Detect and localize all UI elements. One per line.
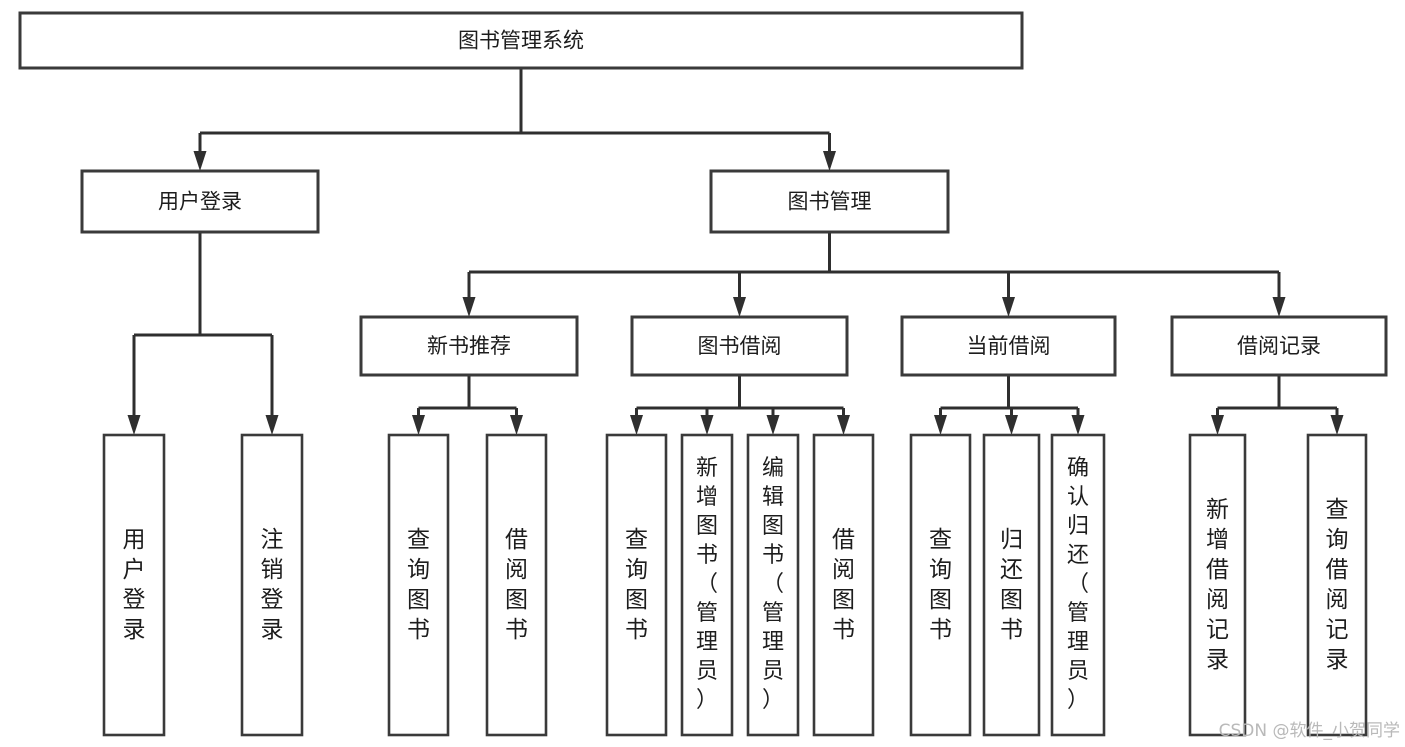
arrow-head-icon [823,151,836,171]
arrow-head-icon [1071,415,1085,435]
node-box [240,433,304,737]
node-box [982,433,1041,737]
leaf-leaf-borrow-book-1[interactable]: 借阅图书 [485,433,548,737]
connectors-layer [127,68,1344,435]
arrow-head-icon [412,415,425,435]
arrow-head-icon [462,297,476,317]
node-box [359,315,579,377]
leaf-leaf-return-book[interactable]: 归还图书 [982,433,1041,737]
node-box [1170,315,1388,377]
node-label-book-manage: 图书管理 [788,190,872,214]
leaf-leaf-confirm-return[interactable]: 确认归还（管理员） [1050,433,1106,737]
node-current-borrow[interactable]: 当前借阅 [900,315,1117,377]
node-box [630,315,849,377]
node-label-leaf-user-logout: 注销登录 [261,527,284,643]
arrow-head-icon [1002,297,1015,317]
node-label-leaf-query-book-2: 查询图书 [625,527,648,643]
arrow-head-icon [934,415,947,435]
node-box [746,433,800,737]
leaf-leaf-borrow-book-2[interactable]: 借阅图书 [812,433,875,737]
node-book-borrow[interactable]: 图书借阅 [630,315,849,377]
node-label-leaf-confirm-return: 确认归还（管理员） [1067,456,1089,713]
arrow-head-icon [700,415,714,435]
arrow-head-icon [630,415,643,435]
node-box [485,433,548,737]
node-label-leaf-add-book: 新增图书（管理员） [696,456,718,713]
node-box [387,433,450,737]
node-label-leaf-borrow-book-1: 借阅图书 [505,527,528,643]
arrow-head-icon [1272,297,1286,317]
node-box [102,433,166,737]
leaf-leaf-user-login[interactable]: 用户登录 [102,433,166,737]
node-box [80,169,320,234]
node-label-leaf-add-record: 新增借阅记录 [1206,497,1229,673]
arrow-head-icon [766,415,780,435]
arrow-head-icon [1005,415,1018,435]
arrow-head-icon [1211,415,1224,435]
node-user-login[interactable]: 用户登录 [80,169,320,234]
node-box [1050,433,1106,737]
node-label-leaf-query-book-3: 查询图书 [929,527,952,643]
arrow-head-icon [193,151,207,171]
node-box [680,433,734,737]
watermark-label: CSDN @软件_小贺同学 [1219,721,1400,741]
node-box [1188,433,1247,737]
node-box [909,433,972,737]
node-label-current-borrow: 当前借阅 [967,334,1051,358]
node-book-manage[interactable]: 图书管理 [709,169,950,234]
leaf-leaf-edit-book[interactable]: 编辑图书（管理员） [746,433,800,737]
node-label-leaf-edit-book: 编辑图书（管理员） [762,456,784,713]
arrow-head-icon [837,415,850,435]
node-box [18,11,1024,70]
leaf-leaf-query-book-3[interactable]: 查询图书 [909,433,972,737]
node-box [812,433,875,737]
arrow-head-icon [265,415,279,435]
leaf-leaf-user-logout[interactable]: 注销登录 [240,433,304,737]
node-label-leaf-query-book-1: 查询图书 [407,527,430,643]
node-label-user-login: 用户登录 [158,190,242,214]
nodes-layer: 图书管理系统用户登录图书管理新书推荐图书借阅当前借阅借阅记录用户登录注销登录查询… [18,11,1388,737]
node-label-leaf-borrow-book-2: 借阅图书 [832,527,855,643]
leaf-leaf-query-book-1[interactable]: 查询图书 [387,433,450,737]
node-box [900,315,1117,377]
leaf-leaf-add-record[interactable]: 新增借阅记录 [1188,433,1247,737]
node-borrow-record[interactable]: 借阅记录 [1170,315,1388,377]
arrow-head-icon [1330,415,1344,435]
arrow-head-icon [510,415,523,435]
leaf-leaf-query-book-2[interactable]: 查询图书 [605,433,668,737]
arrow-head-icon [127,415,141,435]
node-label-root: 图书管理系统 [458,29,584,53]
node-box [605,433,668,737]
node-label-borrow-record: 借阅记录 [1237,334,1321,358]
arrow-head-icon [733,297,746,317]
leaf-leaf-add-book[interactable]: 新增图书（管理员） [680,433,734,737]
node-box [1306,433,1368,737]
node-label-leaf-query-record: 查询借阅记录 [1326,497,1349,673]
node-new-book-rec[interactable]: 新书推荐 [359,315,579,377]
node-label-new-book-rec: 新书推荐 [427,334,511,358]
node-root-root[interactable]: 图书管理系统 [18,11,1024,70]
node-label-book-borrow: 图书借阅 [698,334,782,358]
node-label-leaf-return-book: 归还图书 [1000,527,1023,643]
node-box [709,169,950,234]
leaf-leaf-query-record[interactable]: 查询借阅记录 [1306,433,1368,737]
node-label-leaf-user-login: 用户登录 [123,527,146,643]
